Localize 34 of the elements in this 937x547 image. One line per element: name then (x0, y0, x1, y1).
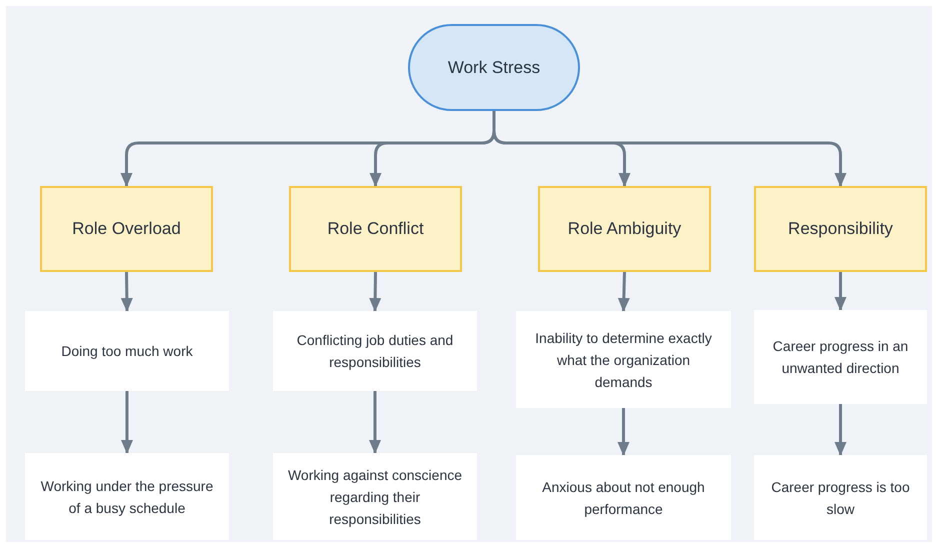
node-label: Role Conflict (327, 218, 424, 240)
node-label: Working against conscience regarding their responsibilities (286, 466, 464, 529)
arrow (120, 272, 133, 312)
description-box (273, 453, 477, 540)
arrow (834, 272, 846, 311)
arrow (369, 272, 382, 312)
node-label: Anxious about not enough performance (541, 478, 706, 519)
node-label: Career progress is too slow (770, 478, 911, 518)
description-box (516, 311, 731, 408)
description-box (516, 455, 731, 540)
node-label: Responsibility (788, 218, 893, 240)
description-box (754, 455, 927, 540)
arrow (492, 111, 846, 187)
node-label: Working under the pressure of a busy schedule (40, 476, 214, 518)
category-box (289, 186, 462, 272)
description-box (754, 310, 927, 404)
arrow (121, 391, 133, 454)
node-label: Work Stress (448, 56, 540, 79)
category-box (538, 186, 711, 272)
description-box (273, 311, 477, 391)
arrow (834, 404, 846, 456)
arrow (369, 391, 381, 454)
node-label: Career progress in an unwanted direction (772, 337, 910, 378)
description-box (25, 453, 229, 540)
node-label: Role Ambiguity (568, 218, 682, 240)
node-label: Doing too much work (61, 342, 193, 361)
description-box (25, 311, 229, 391)
node-label: Inability to determine exactly what the organization demands (534, 328, 713, 392)
arrow (618, 272, 630, 312)
category-box (754, 186, 927, 272)
arrow (618, 408, 630, 456)
node-label: Role Overload (72, 218, 181, 240)
node-label: Conflicting job duties and responsibilities (296, 331, 454, 372)
category-box (40, 186, 213, 272)
